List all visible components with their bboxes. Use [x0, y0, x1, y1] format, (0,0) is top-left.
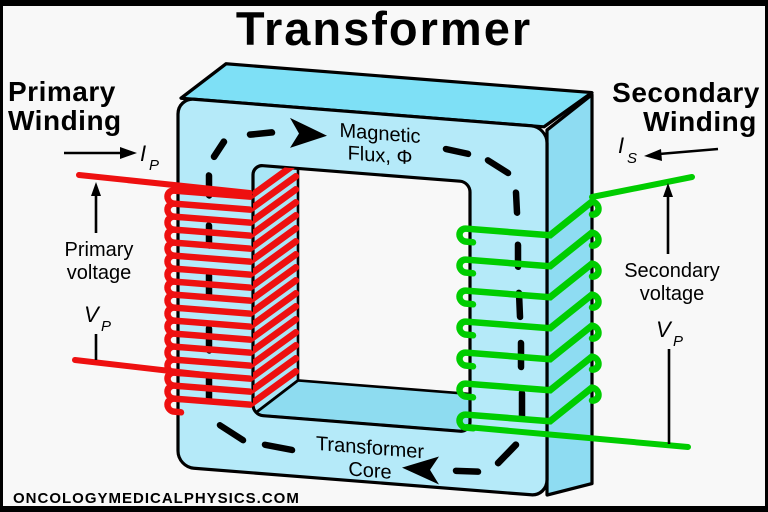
primary-annotations: Primary Winding I P Primary voltage V P [8, 76, 159, 360]
primary-voltage-label-line1: Primary [65, 239, 134, 261]
primary-current-arrowhead-icon [120, 147, 137, 159]
primary-winding-label-line1: Primary [8, 76, 116, 107]
secondary-annotations: Secondary Winding I S Secondary voltage … [612, 77, 760, 444]
secondary-voltage-arrowhead-icon [663, 183, 673, 197]
secondary-current-arrow-shaft [658, 147, 719, 156]
primary-coil [164, 164, 300, 416]
secondary-voltage-symbol: V [656, 317, 673, 342]
primary-voltage-label-line2: voltage [67, 262, 132, 284]
primary-coil-back-turns [253, 164, 300, 408]
secondary-voltage-subscript: P [673, 333, 683, 350]
primary-current-subscript: P [149, 157, 159, 174]
frame-border-top [0, 0, 768, 6]
secondary-bottom-lead-wire [464, 424, 691, 450]
primary-coil-front-turns [164, 187, 254, 416]
primary-top-lead-wire [76, 172, 253, 196]
secondary-coil-turns [456, 198, 602, 432]
secondary-current-symbol: I [618, 133, 624, 158]
watermark: ONCOLOGYMEDICALPHYSICS.COM [13, 490, 300, 507]
secondary-current-arrowhead-icon [644, 149, 662, 161]
secondary-voltage-label-line2: voltage [640, 283, 705, 305]
primary-winding-label-line2: Winding [8, 105, 122, 136]
secondary-winding-label-line2: Winding [643, 106, 757, 137]
page-title: Transformer [236, 2, 532, 55]
flux-arrowhead-right-icon [290, 117, 327, 148]
primary-current-symbol: I [140, 141, 146, 166]
magnetic-flux-label-line2: Flux, Φ [348, 142, 413, 169]
secondary-current-subscript: S [627, 150, 637, 167]
frame-border-bottom [0, 506, 768, 512]
secondary-voltage-label-line1: Secondary [624, 260, 720, 282]
transformer-core-group: Magnetic Flux, Φ Transformer Core [176, 62, 594, 497]
coils-group [164, 164, 602, 432]
secondary-coil [456, 198, 602, 432]
primary-voltage-arrowhead-icon [91, 182, 101, 196]
primary-voltage-symbol: V [84, 302, 101, 327]
secondary-winding-label-line1: Secondary [612, 77, 760, 108]
primary-voltage-subscript: P [101, 318, 111, 335]
flux-arrowhead-left-icon [402, 456, 439, 485]
secondary-top-lead-wire [589, 174, 695, 200]
core-label-line2: Core [348, 458, 391, 483]
